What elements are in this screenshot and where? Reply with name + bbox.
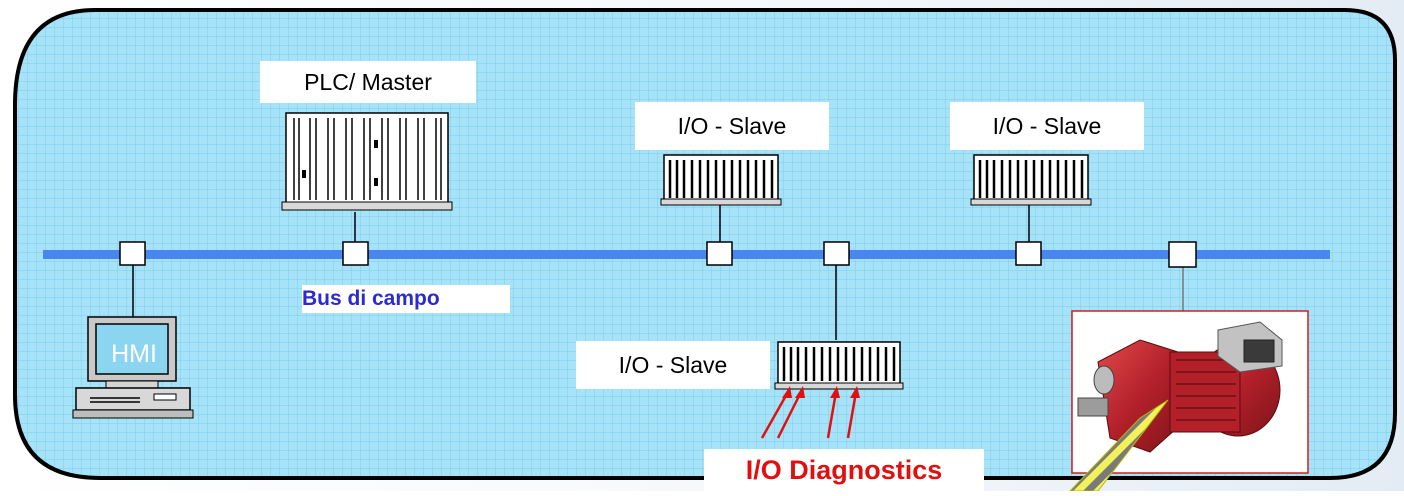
fieldbus-line: [43, 250, 1330, 259]
bus-nodes: [119, 241, 1197, 268]
io-slave-label-2: I/O - Slave: [950, 102, 1144, 150]
node-hmi: [119, 241, 146, 266]
node-plc: [342, 241, 369, 266]
slave-1-rack-icon: [660, 154, 782, 206]
hmi-label: HMI: [111, 340, 157, 368]
diagnostic-arrows: [760, 386, 860, 439]
node-slave-2: [1015, 241, 1042, 266]
node-slave-1: [706, 241, 733, 266]
slave-2-rack-icon: [970, 154, 1092, 206]
motor-image: [1068, 310, 1309, 492]
plc-master-label: PLC/ Master: [260, 61, 476, 103]
io-diagnostics-label: I/O Diagnostics: [704, 449, 984, 491]
io-slave-label-3: I/O - Slave: [576, 341, 770, 389]
fieldbus-label: Bus di campo: [302, 285, 510, 313]
node-slave-3: [823, 241, 850, 266]
io-slave-label-1: I/O - Slave: [635, 102, 829, 150]
hmi-computer-icon: [72, 316, 194, 419]
node-motor: [1168, 241, 1197, 268]
plc-rack-icon: [281, 112, 453, 211]
slave-3-rack-icon: [774, 341, 904, 390]
